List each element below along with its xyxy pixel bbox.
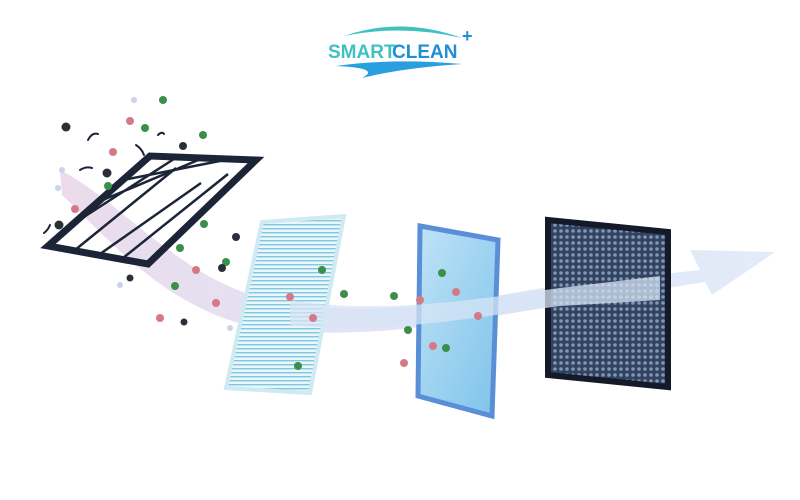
airflow-arrow-front xyxy=(290,276,660,329)
logo-plus: + xyxy=(462,26,473,46)
pre-filter-grid xyxy=(40,152,265,268)
mesh-filter xyxy=(223,213,347,396)
logo-text-clean: CLEAN xyxy=(392,42,457,63)
smartclean-logo: SMART CLEAN + xyxy=(328,26,473,78)
carbon-hepa-filter xyxy=(545,216,671,391)
logo-text-smart: SMART xyxy=(328,42,396,63)
particles xyxy=(43,96,482,370)
blue-filter xyxy=(415,223,501,420)
